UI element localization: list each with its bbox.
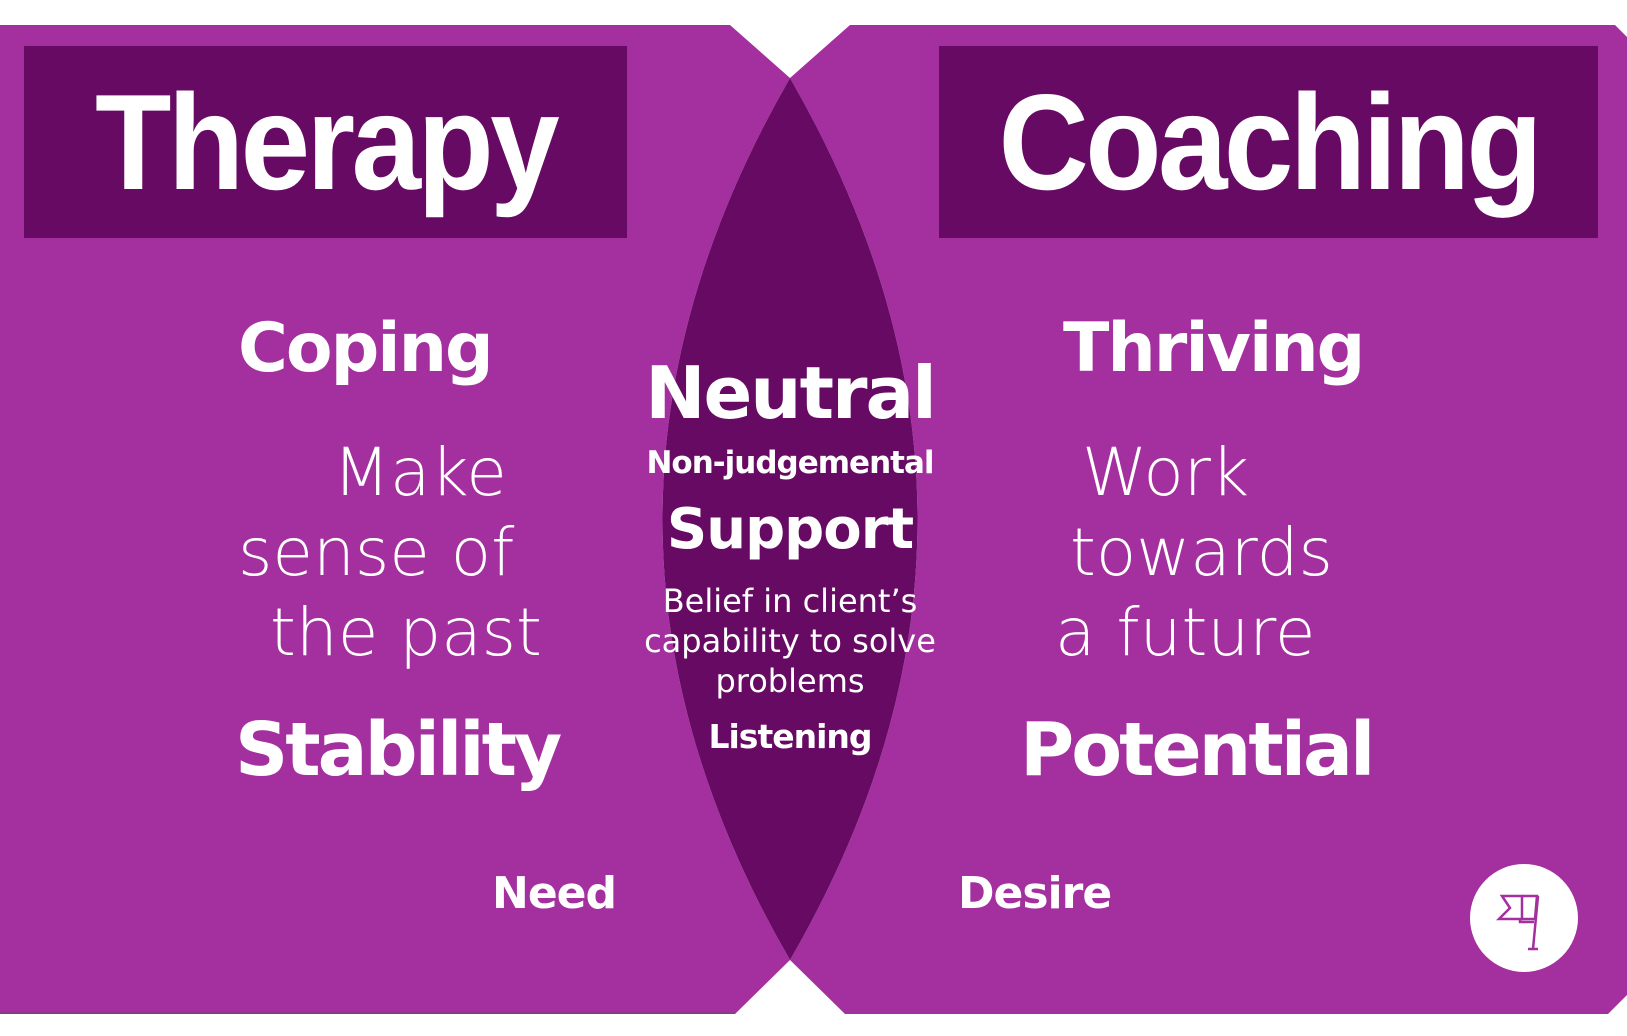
therapy-footer-need: Need (492, 868, 617, 919)
coaching-keyword-thriving: Thriving (1063, 309, 1365, 388)
coaching-description-line-2: towards (1070, 514, 1333, 591)
therapy-description-line-1: Make (333, 434, 507, 511)
overlap-non-judgemental: Non-judgemental (646, 445, 934, 481)
brand-logo (1470, 864, 1578, 972)
therapy-title: Therapy (95, 66, 560, 218)
flag-icon (1495, 894, 1540, 951)
coaching-header: Coaching (939, 46, 1598, 238)
therapy-keyword-coping: Coping (238, 309, 494, 388)
overlap-belief-line-3: problems (715, 662, 865, 700)
therapy-description-line-2: sense of (238, 514, 515, 591)
coaching-keyword-potential: Potential (1020, 707, 1375, 793)
therapy-panel (0, 25, 790, 1014)
overlap-listening: Listening (708, 717, 872, 756)
coaching-description-line-1: Work (1082, 434, 1250, 511)
overlap-belief-line-1: Belief in client’s (662, 582, 918, 620)
coaching-panel (790, 25, 1627, 1014)
therapy-header: Therapy (24, 46, 627, 238)
coaching-description-line-3: a future (1055, 594, 1316, 671)
overlap-support: Support (666, 497, 914, 562)
therapy-description-line-3: the past (270, 594, 542, 671)
overlap-heading-neutral: Neutral (645, 351, 937, 435)
coaching-title: Coaching (998, 66, 1542, 218)
overlap-belief-line-2: capability to solve (644, 622, 936, 660)
therapy-keyword-stability: Stability (235, 707, 562, 793)
overlap-lens (662, 78, 918, 960)
coaching-footer-desire: Desire (958, 868, 1112, 919)
